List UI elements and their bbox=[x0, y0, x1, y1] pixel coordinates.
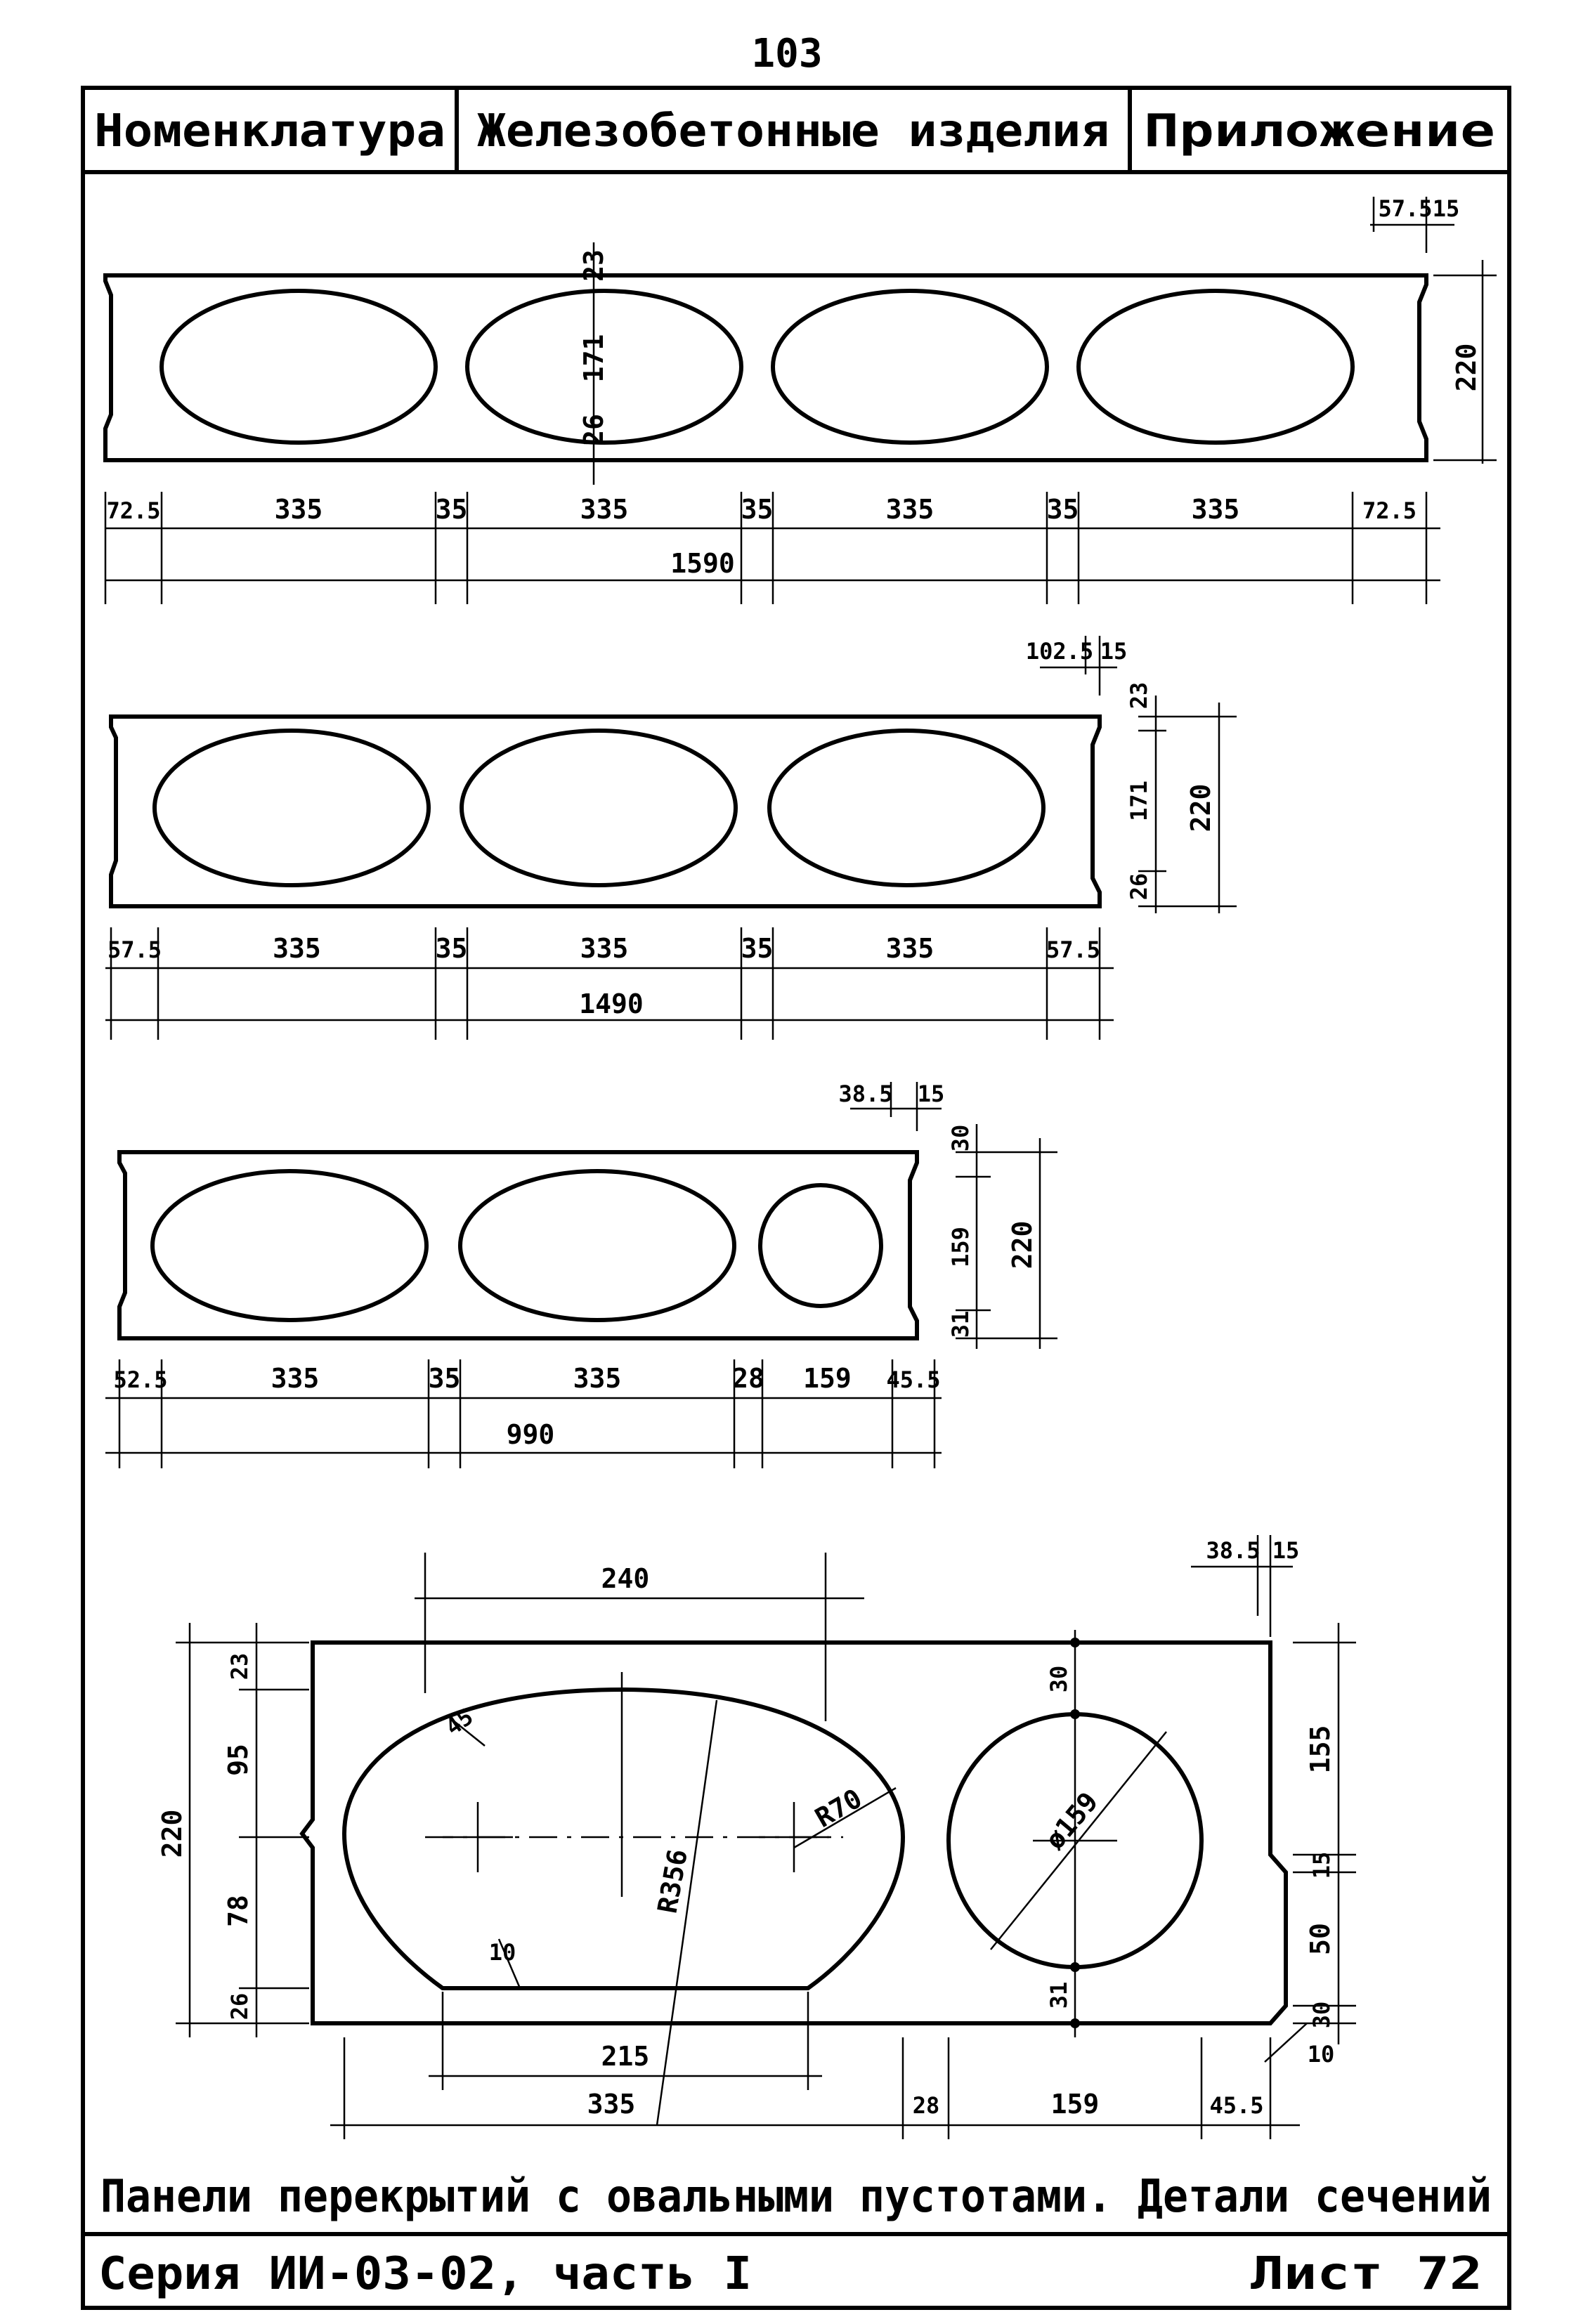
panel3-dim-bottom-3: 335 bbox=[573, 1363, 622, 1394]
page-number: 103 bbox=[751, 31, 822, 77]
detail-dim-bottom-inner: 215 bbox=[601, 2041, 650, 2072]
panel-2-void-2 bbox=[460, 729, 738, 887]
panel-3-dim-top-1: 38.5 bbox=[838, 1081, 892, 1107]
panel-1-dim-bottom-rib: 26 bbox=[578, 414, 609, 446]
panel-3-section: 30 159 31 220 38.5 15 52.5 335 35 335 28 159 4… bbox=[105, 1081, 1057, 1468]
panel-3-dim-void-height: 159 bbox=[947, 1227, 974, 1267]
detail-radius-side: R70 bbox=[810, 1783, 867, 1834]
panel-3-dim-height: 220 bbox=[1007, 1221, 1038, 1269]
detail-circle-bottom-rib: 31 bbox=[1046, 1982, 1072, 2009]
detail-dim-right-bottom: 30 bbox=[1308, 2002, 1335, 2029]
detail-section: R356 R70 45 10 30 ø159 31 240 38.5 15 bbox=[157, 1535, 1356, 2139]
detail-dim-right-upper: 155 bbox=[1305, 1725, 1336, 1774]
panel-1-void-2 bbox=[465, 289, 743, 445]
panel-1-dim-height: 220 bbox=[1451, 344, 1482, 392]
panel-3-dim-top-2: 15 bbox=[918, 1081, 945, 1107]
panel-2-void-3 bbox=[767, 729, 1046, 887]
panel-1-void-3 bbox=[771, 289, 1049, 445]
panel2-dim-bottom-0: 57.5 bbox=[108, 936, 162, 963]
panel-3-dim-total: 990 bbox=[507, 1419, 555, 1450]
panel1-dim-bottom-8: 72.5 bbox=[1362, 497, 1417, 524]
panel-2-void-1 bbox=[152, 729, 431, 887]
panel-1-section: 23 171 26 220 57.5 15 72.5 335 35 335 35 335 3… bbox=[103, 195, 1497, 604]
panel1-dim-bottom-4: 35 bbox=[741, 494, 774, 525]
panel-3-void-2 bbox=[458, 1169, 736, 1322]
detail-dim-left-bottom-rib: 26 bbox=[226, 1993, 253, 2021]
panel-1-dim-total: 1590 bbox=[670, 548, 735, 579]
panel-3-void-1 bbox=[150, 1169, 429, 1322]
drawing-caption: Панели перекрытий с овальными пустотами.… bbox=[100, 2171, 1492, 2223]
panel1-dim-bottom-0: 72.5 bbox=[106, 497, 160, 524]
detail-dim-right-step: 15 bbox=[1308, 1852, 1335, 1879]
panel-2-dim-bottom-rib: 26 bbox=[1126, 873, 1152, 901]
detail-dim-top-right-1: 38.5 bbox=[1206, 1537, 1260, 1564]
panel-2-dim-top-1: 102.5 bbox=[1026, 638, 1093, 665]
detail-dim-left-top-rib: 23 bbox=[226, 1653, 253, 1680]
detail-dim-left-lower: 78 bbox=[223, 1895, 254, 1927]
panel3-dim-bottom-0: 52.5 bbox=[113, 1366, 167, 1393]
detail-dim-top-width: 240 bbox=[601, 1563, 650, 1594]
panel-1-dim-top-2: 15 bbox=[1433, 195, 1460, 222]
panel2-dim-bottom-4: 35 bbox=[741, 933, 774, 964]
panel3-dim-bottom-1: 335 bbox=[271, 1363, 320, 1394]
detail-dim-left-total: 220 bbox=[157, 1810, 188, 1858]
detail-dim-top-right-2: 15 bbox=[1272, 1537, 1300, 1564]
detail-dim-right-lower: 50 bbox=[1305, 1923, 1336, 1955]
detail-oval-void bbox=[341, 1687, 906, 1990]
panel-1-dim-top-rib: 23 bbox=[578, 249, 609, 282]
panel-2-dim-height: 220 bbox=[1185, 784, 1216, 833]
panel-3-dim-top-rib: 30 bbox=[947, 1125, 974, 1152]
panel3-dim-bottom-4: 28 bbox=[732, 1363, 764, 1394]
panel-2-dim-total: 1490 bbox=[579, 988, 644, 1019]
panel1-dim-bottom-2: 35 bbox=[436, 494, 468, 525]
panel-2-section: 23 171 26 220 102.5 15 57.5 335 35 335 35 335… bbox=[105, 636, 1237, 1040]
panel-1-dim-top-1: 57.5 bbox=[1378, 195, 1432, 222]
panel-2-dim-top-2: 15 bbox=[1100, 638, 1128, 665]
panel2-dim-bottom-3: 335 bbox=[580, 933, 629, 964]
panel2-dim-bottom-6: 57.5 bbox=[1046, 936, 1100, 963]
detail-dim-right-chamfer: 10 bbox=[1308, 2041, 1335, 2068]
panel-3-void-3 bbox=[758, 1183, 883, 1308]
header-product-type: Железобетонные изделия bbox=[477, 105, 1109, 157]
header-appendix: Приложение bbox=[1144, 105, 1495, 157]
panel2-dim-bottom-2: 35 bbox=[436, 933, 468, 964]
detail-circle-top-rib: 30 bbox=[1046, 1666, 1072, 1693]
panel-1-dim-void-height: 171 bbox=[578, 334, 609, 383]
panel-1-void-4 bbox=[1076, 289, 1355, 445]
detail-fillet: 10 bbox=[489, 1939, 516, 1966]
panel-2-dim-void-height: 171 bbox=[1126, 781, 1152, 821]
detail-dim-bottom-edge: 45.5 bbox=[1209, 2092, 1263, 2119]
panel1-dim-bottom-6: 35 bbox=[1047, 494, 1079, 525]
header-nomenclature: Номенклатура bbox=[94, 105, 445, 157]
panel1-dim-bottom-7: 335 bbox=[1192, 494, 1240, 525]
panel-3-dim-bottom-rib: 31 bbox=[947, 1311, 974, 1338]
panel3-dim-bottom-6: 45.5 bbox=[886, 1366, 940, 1393]
footer-series: Серия ИИ-03-02, часть I bbox=[98, 2248, 752, 2300]
panel-1-void-1 bbox=[159, 289, 438, 445]
panel1-dim-bottom-3: 335 bbox=[580, 494, 629, 525]
footer-sheet: Лист 72 bbox=[1251, 2248, 1483, 2300]
detail-dim-bottom-circle: 159 bbox=[1051, 2089, 1100, 2120]
detail-dim-left-upper: 95 bbox=[223, 1744, 254, 1776]
panel2-dim-bottom-1: 335 bbox=[273, 933, 321, 964]
panel1-dim-bottom-1: 335 bbox=[275, 494, 323, 525]
panel-2-dim-top-rib: 23 bbox=[1126, 682, 1152, 710]
detail-dim-bottom-rib: 28 bbox=[913, 2092, 940, 2119]
panel1-dim-bottom-5: 335 bbox=[886, 494, 934, 525]
panel3-dim-bottom-2: 35 bbox=[429, 1363, 461, 1394]
panel3-dim-bottom-5: 159 bbox=[803, 1363, 852, 1394]
panel2-dim-bottom-5: 335 bbox=[886, 933, 934, 964]
detail-dim-bottom-oval: 335 bbox=[587, 2089, 636, 2120]
sheet-frame bbox=[81, 86, 1511, 2310]
